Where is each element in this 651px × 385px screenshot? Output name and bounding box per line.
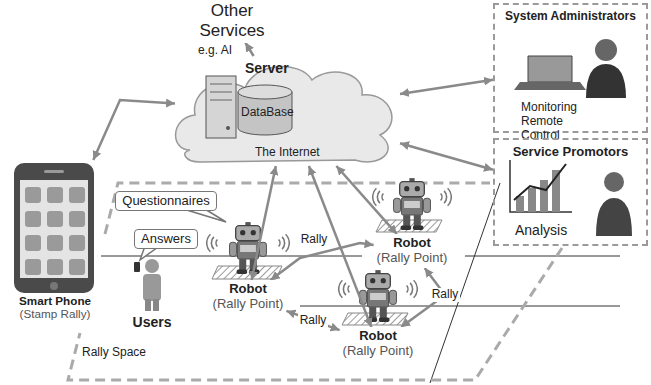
robot-node: Robot(Rally Point) [210,280,287,314]
illustration-part [528,56,572,82]
illustration-part [50,282,58,290]
node-text: (Rally Point) [377,251,448,266]
illustration-part [226,126,230,130]
node-title: Robot [343,329,414,344]
connector-arrow [271,243,374,280]
node-text: DataBase [241,106,294,120]
node-title: Users [133,314,172,330]
illustration-part [514,82,586,90]
illustration-part [145,299,151,311]
user-figure [134,259,161,311]
edge-label: Rally [430,288,461,302]
illustration-part [300,306,620,307]
node-text: Monitoring Remote Control [521,101,591,142]
floor-grid [101,183,620,383]
bubble-tails [140,206,226,260]
illustration-part [360,270,397,322]
node-title: Server [245,60,289,76]
cloud [176,67,392,162]
node-title: Questionnaires [122,194,209,209]
illustration-part [105,183,490,234]
node-title: System Administrators [495,10,646,24]
user-node: Users [130,312,175,332]
illustration-part [210,92,232,93]
smartphone-node: Smart Phone(Stamp Rally) [3,160,107,332]
illustration-part [604,172,624,192]
illustration-part [153,299,159,311]
illustration-part [206,76,236,138]
node-title: Service Promotors [495,145,646,160]
illustration-part [596,198,632,236]
connector-arrow [245,43,253,57]
admin-panel: System AdministratorsMonitoring Remote C… [493,3,648,133]
node-title: Rally Space [82,346,146,360]
illustration-part [394,178,431,230]
node-text: (Stamp Rally) [3,307,107,320]
node-title: Other Services [193,1,271,40]
connector-arrow [400,80,493,94]
illustration-part [339,280,350,298]
robot-node: Robot(Rally Point) [374,234,451,268]
node-text: Analysis [515,222,567,238]
node-title: Smart Phone [3,294,107,307]
node-title: Answers [141,232,191,247]
illustration-part [528,188,536,212]
illustration-part [210,84,232,85]
illustration-part [143,274,161,301]
illustration-part [586,64,626,98]
node-text: The Internet [255,146,320,160]
rally-space-outline [68,183,562,380]
signal-waves [207,188,452,298]
illustration-part [176,67,392,162]
speech-bubble: Questionnaires [115,191,216,212]
node-title: Robot [213,282,284,297]
illustration-part [373,188,384,206]
connector-arrow [252,166,276,280]
admin-icon [514,39,626,98]
illustration-part [14,163,94,293]
illustration-part [430,183,500,383]
edge-label: Rally [299,233,330,247]
illustration-part [210,100,232,101]
node-text: (Rally Point) [343,344,414,359]
illustration-part [207,234,218,252]
smartphone-icon [14,163,94,293]
promotor-panel: Service PromotorsAnalysis [493,138,648,246]
speech-bubble: Answers [134,229,198,250]
connector-arrow [93,100,175,160]
service-label: Other Services [190,0,274,43]
illustration-part [540,180,548,212]
node-text: (Rally Point) [213,297,284,312]
illustration-part [145,259,159,273]
edge-label: Rally [298,314,329,328]
connector-arrow [336,166,397,234]
illustration-part [230,222,267,274]
illustration-part [279,234,290,252]
illustration-part [20,180,88,278]
illustration-part [407,280,418,298]
illustration-part [441,188,452,206]
illustration-part [514,164,566,200]
illustration-part [465,256,620,257]
rally-space: Rally SpaceQuestionnairesAnswersRobot(Ra… [50,180,610,383]
illustration-part [44,170,64,173]
connector-arrow [400,143,493,170]
node-title: Robot [377,236,448,251]
illustration-part [595,39,617,61]
illustration-part [238,85,292,99]
annotation-label: e.g. AI [196,44,234,58]
illustration-part [134,262,140,272]
robot-node: Robot(Rally Point) [340,327,417,361]
connector-arrow [286,311,339,330]
server-cloud: ServerDataBaseThe Internet [175,56,400,166]
illustration-part [68,248,562,380]
illustration-part [20,180,88,278]
server-icon [206,76,236,138]
illustration-part [510,160,572,212]
